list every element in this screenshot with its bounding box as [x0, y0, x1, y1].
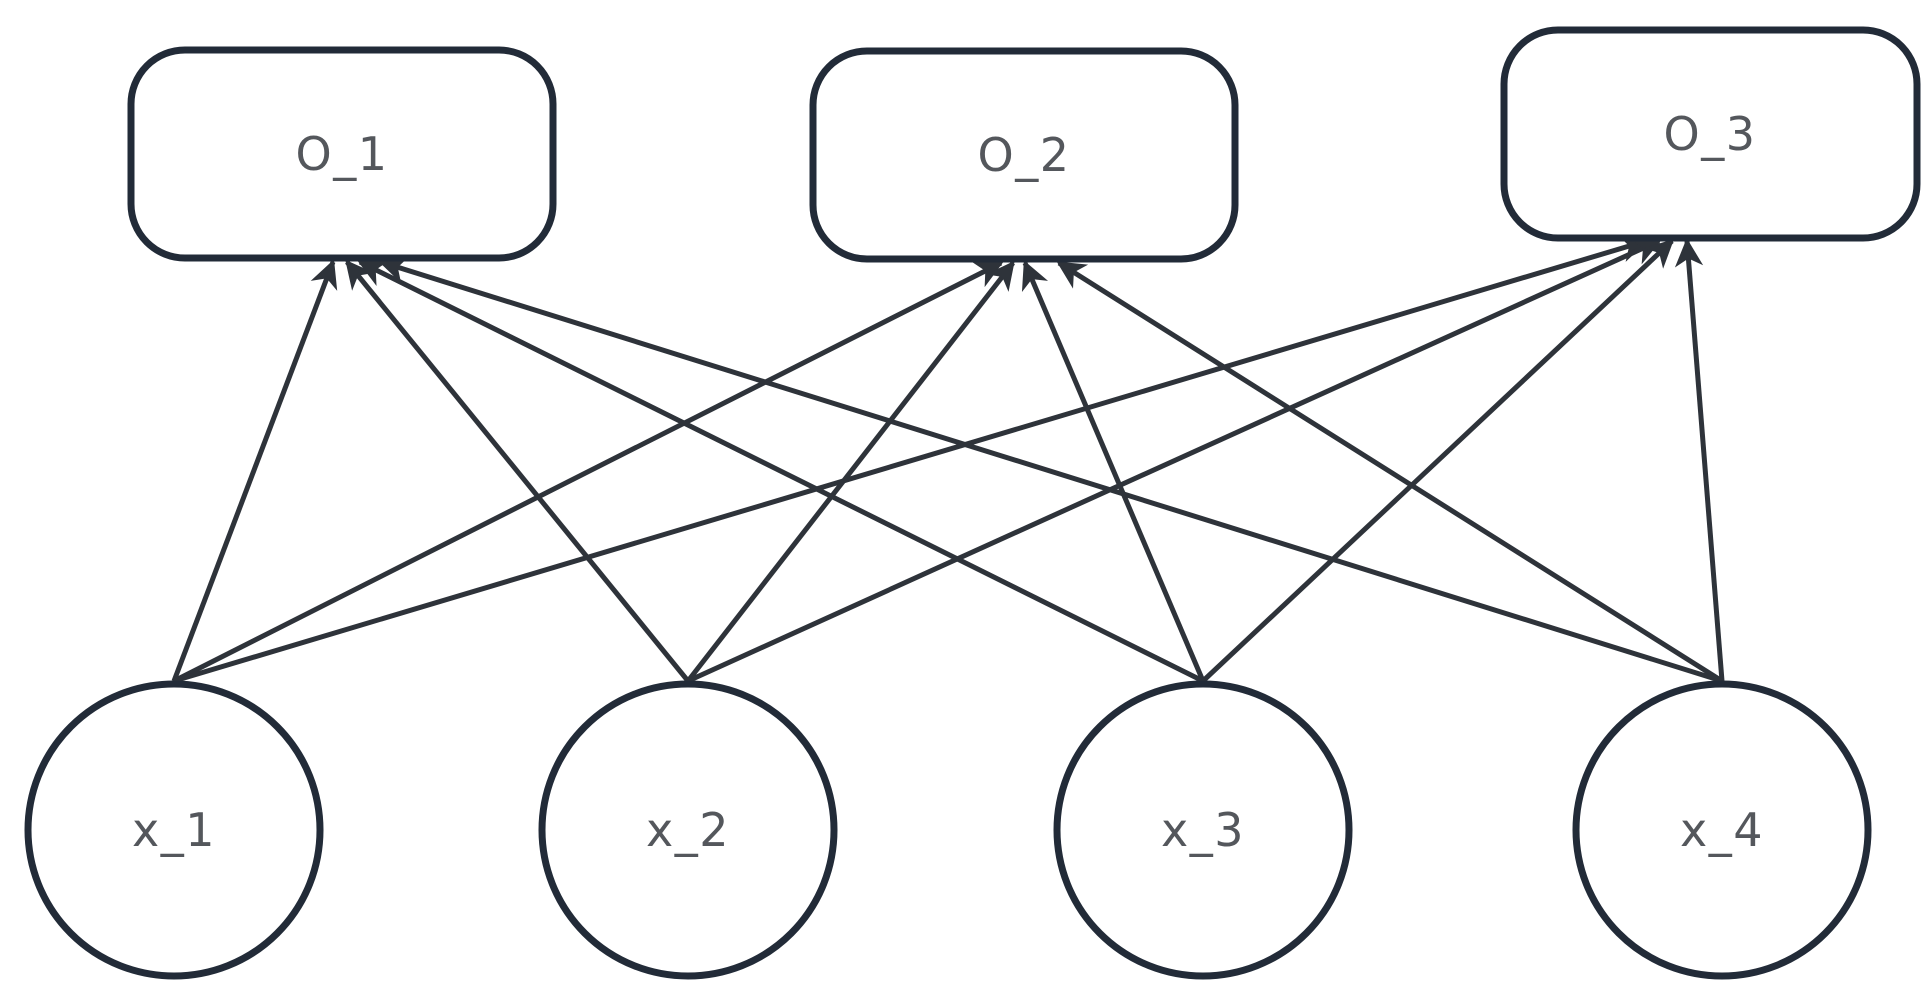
- output-node-O_2: O_2: [809, 47, 1239, 263]
- edge-x_1-O_3: [173, 234, 1649, 684]
- edge-layer: [171, 234, 1725, 684]
- input-node-x_1-label: x_1: [132, 803, 216, 857]
- input-node-x_3-shape: [1053, 680, 1353, 980]
- input-node-x_2: x_2: [538, 680, 838, 980]
- input-node-x_3: x_3: [1053, 680, 1353, 980]
- edge-x_1-O_2: [172, 260, 1004, 684]
- input-node-x_4: x_4: [1572, 680, 1872, 980]
- input-node-x_2-label: x_2: [646, 803, 730, 857]
- output-node-O_3: O_3: [1500, 26, 1921, 242]
- input-node-x_1: x_1: [24, 680, 324, 980]
- edge-x_2-O_2: [686, 260, 1015, 683]
- edge-x_4-O_3: [1674, 238, 1725, 682]
- output-node-O_1-label: O_1: [296, 127, 389, 181]
- edge-x_1-O_1: [171, 259, 338, 682]
- edge-x_4-O_1: [378, 256, 1723, 684]
- edge-x_2-O_1: [345, 259, 690, 683]
- edge-x_3-O_1: [357, 259, 1205, 684]
- input-node-x_1-shape: [24, 680, 324, 980]
- output-node-O_2-label: O_2: [978, 128, 1071, 182]
- output-node-O_1-shape: [127, 46, 557, 262]
- output-node-O_3-label: O_3: [1664, 107, 1757, 161]
- input-node-x_3-label: x_3: [1161, 803, 1245, 857]
- output-node-O_3-shape: [1500, 26, 1921, 242]
- edge-x_4-O_2: [1056, 260, 1724, 684]
- input-node-x_4-shape: [1572, 680, 1872, 980]
- output-node-O_2-shape: [809, 47, 1239, 263]
- edge-x_3-O_2: [1021, 260, 1206, 682]
- edge-x_3-O_3: [1201, 239, 1675, 683]
- edge-x_2-O_3: [686, 238, 1662, 684]
- input-node-x_2-shape: [538, 680, 838, 980]
- output-node-O_1: O_1: [127, 46, 557, 262]
- input-node-x_4-label: x_4: [1680, 803, 1764, 857]
